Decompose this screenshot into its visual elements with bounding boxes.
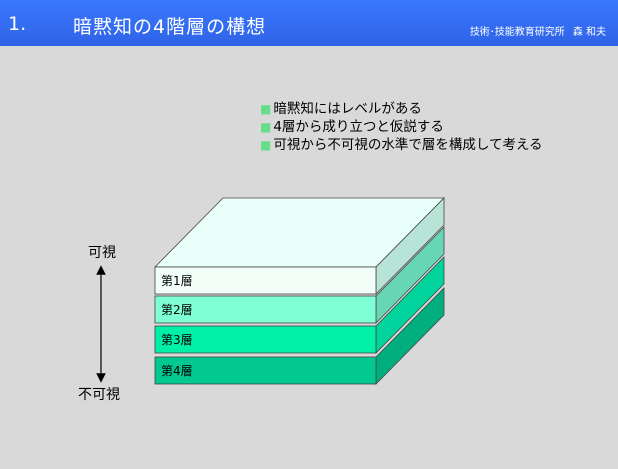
bullet-list: ■暗黙知にはレベルがある ■4層から成り立つと仮説する ■可視から不可視の水準で…: [260, 100, 543, 154]
title-bar: 1. 暗黙知の4階層の構想 技術･技能教育研究所森 和夫: [0, 0, 618, 46]
square-bullet-icon: ■: [260, 138, 272, 152]
layer-label: 第2層: [161, 303, 193, 317]
layer-label: 第4層: [161, 364, 193, 378]
bullet-item: ■4層から成り立つと仮説する: [260, 119, 444, 135]
bullet-item: ■暗黙知にはレベルがある: [260, 101, 422, 117]
visible-label: 可視: [88, 245, 116, 261]
layer-label: 第1層: [161, 274, 193, 288]
layer-label: 第3層: [161, 333, 193, 347]
author-name: 森 和夫: [572, 27, 606, 38]
slide-number: 1.: [8, 13, 27, 35]
layer-front-face: [154, 325, 377, 354]
organization-credit: 技術･技能教育研究所森 和夫: [470, 23, 606, 38]
square-bullet-icon: ■: [260, 120, 272, 134]
layer-front-face: [154, 266, 377, 295]
invisible-label: 不可視: [78, 387, 120, 403]
organization-name: 技術･技能教育研究所: [469, 27, 565, 38]
layer-front-face: [154, 295, 377, 324]
layer-front-face: [154, 356, 377, 385]
bullet-item: ■可視から不可視の水準で層を構成して考える: [260, 137, 543, 153]
square-bullet-icon: ■: [260, 102, 272, 116]
slide-title: 暗黙知の4階層の構想: [73, 16, 267, 38]
